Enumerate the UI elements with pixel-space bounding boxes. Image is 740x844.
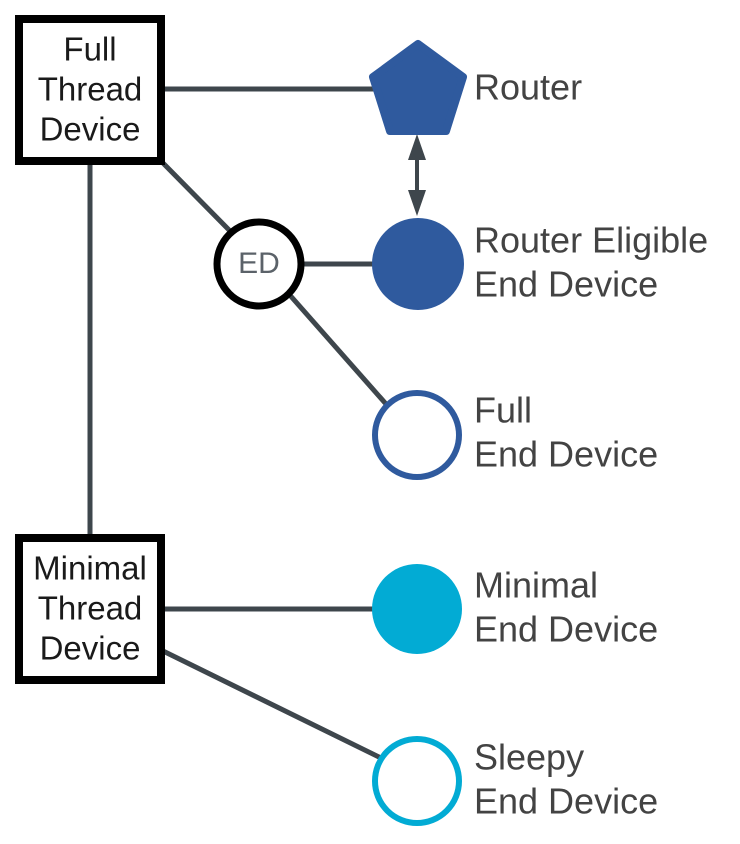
connector-group bbox=[87, 86, 388, 763]
full-end-device-label-line-2: End Device bbox=[474, 434, 658, 475]
node-router[interactable]: Router bbox=[369, 40, 582, 135]
full-thread-device-box[interactable] bbox=[15, 15, 165, 165]
sleepy-end-device-label-line-1: Sleepy bbox=[474, 737, 584, 778]
arrow-head-down-icon bbox=[408, 190, 426, 216]
sleepy-end-device-circle[interactable] bbox=[372, 736, 462, 826]
router-pentagon-shape[interactable] bbox=[369, 40, 467, 135]
minimal-end-device-label-line-1: Minimal bbox=[474, 565, 598, 606]
full-end-device-label-line-1: Full bbox=[474, 390, 532, 431]
node-full-thread-device[interactable]: Full Thread Device bbox=[15, 15, 165, 165]
minimal-thread-device-label-line-3: Device bbox=[40, 630, 141, 667]
end-device-circle[interactable] bbox=[213, 218, 305, 310]
minimal-thread-device-label-line-1: Minimal bbox=[33, 550, 147, 587]
minimal-thread-device-label-line-2: Thread bbox=[38, 590, 143, 627]
minimal-end-device-label-line-2: End Device bbox=[474, 609, 658, 650]
minimal-thread-device-box[interactable] bbox=[15, 534, 165, 684]
full-end-device-circle[interactable] bbox=[372, 390, 462, 480]
node-minimal-end-device[interactable]: Minimal End Device bbox=[372, 564, 658, 654]
bidirectional-arrow-router-reed bbox=[408, 134, 426, 216]
router-label-line-1: Router bbox=[474, 67, 582, 108]
connector-mtd-to-sed bbox=[159, 647, 387, 763]
full-thread-device-label-line-2: Thread bbox=[38, 71, 143, 108]
node-end-device[interactable]: ED bbox=[213, 218, 305, 310]
sleepy-end-device-label-line-2: End Device bbox=[474, 781, 658, 822]
router-eligible-end-device-label-line-1: Router Eligible bbox=[474, 220, 708, 261]
arrow-head-up-icon bbox=[408, 134, 426, 160]
router-eligible-end-device-label-line-2: End Device bbox=[474, 264, 658, 305]
connector-ed-to-fed bbox=[286, 291, 388, 406]
minimal-end-device-circle[interactable] bbox=[372, 564, 462, 654]
node-minimal-thread-device[interactable]: Minimal Thread Device bbox=[15, 534, 165, 684]
connector-ftd-to-ed bbox=[159, 159, 234, 235]
node-sleepy-end-device[interactable]: Sleepy End Device bbox=[372, 736, 658, 826]
full-thread-device-label-line-3: Device bbox=[40, 111, 141, 148]
full-thread-device-label-line-1: Full bbox=[63, 31, 116, 68]
node-full-end-device[interactable]: Full End Device bbox=[372, 390, 658, 480]
end-device-abbr-label: ED bbox=[238, 247, 280, 280]
node-router-eligible-end-device[interactable]: Router Eligible End Device bbox=[372, 218, 708, 310]
router-eligible-end-device-circle[interactable] bbox=[372, 218, 464, 310]
